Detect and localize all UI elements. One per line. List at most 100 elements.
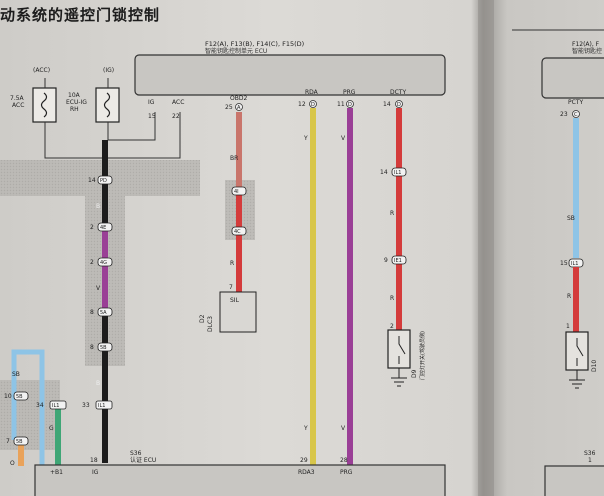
right-ecu-box bbox=[541, 57, 604, 99]
right-ecu-connectors: F12(A), F bbox=[572, 41, 600, 48]
conn-4e: 2 4E bbox=[90, 222, 113, 232]
pin-num-22: 22 bbox=[172, 113, 180, 120]
wire-label-v2: V bbox=[341, 425, 346, 432]
right-wire-label-r: R bbox=[567, 293, 571, 300]
conn-5b-main: 8 5B bbox=[90, 342, 113, 352]
conn-letter-d2: D bbox=[348, 102, 352, 108]
pin-label-acc: ACC bbox=[172, 99, 184, 106]
conn-5b-left-10: 10 5B bbox=[4, 391, 29, 401]
top-ecu-connectors: F12(A), F13(B), F14(C), F15(D) bbox=[205, 40, 304, 48]
right-bottom-pin: 1 bbox=[588, 457, 592, 464]
svg-text:4I: 4I bbox=[234, 189, 239, 195]
svg-text:7: 7 bbox=[6, 438, 10, 445]
fuse-ig-rating: 10A bbox=[68, 92, 81, 99]
page-gutter bbox=[478, 0, 494, 496]
top-ecu-name: 智能钥匙控制单元 ECU bbox=[205, 47, 267, 55]
fuse-ig-tag: (IG) bbox=[103, 67, 114, 74]
fuse-ig-sub: RH bbox=[70, 106, 79, 113]
conn-il1-34: 34 IL1 bbox=[36, 400, 67, 410]
right-wire-sb bbox=[573, 118, 579, 258]
svg-text:5B: 5B bbox=[100, 345, 107, 351]
page-title: 动系统的遥控门锁控制 bbox=[0, 6, 161, 24]
wire-label-r1: R bbox=[390, 210, 394, 217]
wire-g bbox=[55, 408, 61, 465]
door-switch-code: D9 bbox=[411, 369, 418, 378]
svg-text:5B: 5B bbox=[16, 394, 23, 400]
fuse-acc-symbol bbox=[40, 92, 48, 118]
wire-label-br: BR bbox=[230, 155, 238, 162]
pin-label-prg: PRG bbox=[343, 89, 356, 96]
svg-text:2: 2 bbox=[90, 224, 94, 231]
right-bottom-ecu-box bbox=[544, 465, 604, 496]
svg-text:8: 8 bbox=[90, 344, 94, 351]
wire-o bbox=[18, 440, 24, 466]
conn-letter-d1: D bbox=[311, 102, 315, 108]
conn-circle-a bbox=[235, 103, 243, 111]
fuse-ig-symbol bbox=[103, 92, 111, 118]
wire-br bbox=[236, 112, 242, 192]
pin-num-15: 15 bbox=[148, 113, 156, 120]
bottom-ecu-code: S36 bbox=[130, 450, 142, 457]
wire-r-obd bbox=[236, 192, 242, 292]
svg-text:5A: 5A bbox=[100, 310, 107, 316]
svg-text:4G: 4G bbox=[100, 260, 107, 266]
conn-5b-left-7: 7 5B bbox=[6, 436, 29, 446]
wire-label-o: O bbox=[10, 460, 15, 467]
right-bottom-code: S36 bbox=[584, 450, 596, 457]
dlc3-code: D2 bbox=[199, 314, 206, 323]
right-ecu-name: 智能钥匙控 bbox=[572, 47, 602, 55]
bottom-pin-rda3: RDA3 bbox=[298, 469, 315, 476]
wire-label-y1: Y bbox=[303, 135, 308, 142]
wire-label-b2: B bbox=[96, 380, 100, 387]
pin-num-11: 11 bbox=[337, 101, 345, 108]
conn-4c: 4C bbox=[231, 226, 247, 236]
bottom-pin-b1: +B1 bbox=[50, 469, 63, 476]
pin-num-25: 25 bbox=[225, 104, 233, 111]
bottom-pin-18: 18 bbox=[90, 457, 98, 464]
conn-circle-d1 bbox=[309, 100, 317, 108]
svg-text:4C: 4C bbox=[234, 229, 241, 235]
bottom-pin-28: 28 bbox=[340, 457, 348, 464]
dlc3-label: SIL bbox=[230, 297, 240, 304]
fuse-acc-tag: (ACC) bbox=[33, 67, 50, 74]
svg-text:15: 15 bbox=[560, 260, 568, 267]
ig-feed-line bbox=[107, 78, 156, 141]
harness-shade-4 bbox=[0, 380, 60, 450]
svg-text:14: 14 bbox=[88, 177, 96, 184]
pin-label-dcty: DCTY bbox=[390, 89, 406, 96]
svg-text:9: 9 bbox=[384, 257, 388, 264]
pin-num-14: 14 bbox=[383, 101, 391, 108]
right-pin-label: PCTY bbox=[568, 99, 583, 106]
conn-letter-d3: D bbox=[397, 102, 401, 108]
bottom-pin-prg: PRG bbox=[340, 469, 353, 476]
right-pin-num: 23 bbox=[560, 111, 568, 118]
svg-text:33: 33 bbox=[82, 402, 90, 409]
bottom-pin-29: 29 bbox=[300, 457, 308, 464]
right-ground-icon bbox=[569, 370, 585, 389]
svg-text:IL1: IL1 bbox=[98, 403, 105, 409]
fuse-ig-name: ECU-IG bbox=[66, 99, 87, 106]
pin-num-12: 12 bbox=[298, 101, 306, 108]
svg-text:10: 10 bbox=[4, 393, 12, 400]
conn-pd: 14 PD bbox=[88, 175, 113, 185]
conn-il1-dcty: 14 IL1 bbox=[380, 167, 407, 177]
conn-4i: 4I bbox=[231, 186, 247, 196]
dlc3-box bbox=[219, 291, 257, 333]
svg-text:IL1: IL1 bbox=[394, 170, 401, 176]
svg-text:4E: 4E bbox=[100, 225, 106, 231]
pin-label-rda: RDA bbox=[305, 89, 319, 96]
svg-text:14: 14 bbox=[380, 169, 388, 176]
conn-letter-a: A bbox=[237, 105, 241, 111]
wire-v bbox=[102, 223, 108, 313]
right-switch-icon bbox=[576, 338, 584, 366]
wire-y bbox=[310, 108, 316, 465]
right-wire-r bbox=[573, 267, 579, 332]
right-conn-letter: C bbox=[574, 112, 578, 118]
wire-dcty bbox=[396, 108, 402, 330]
pin-label-obd2: OBD2 bbox=[230, 95, 247, 102]
svg-text:PD: PD bbox=[100, 178, 107, 184]
svg-text:34: 34 bbox=[36, 402, 44, 409]
conn-5a: 8 5A bbox=[90, 307, 113, 317]
